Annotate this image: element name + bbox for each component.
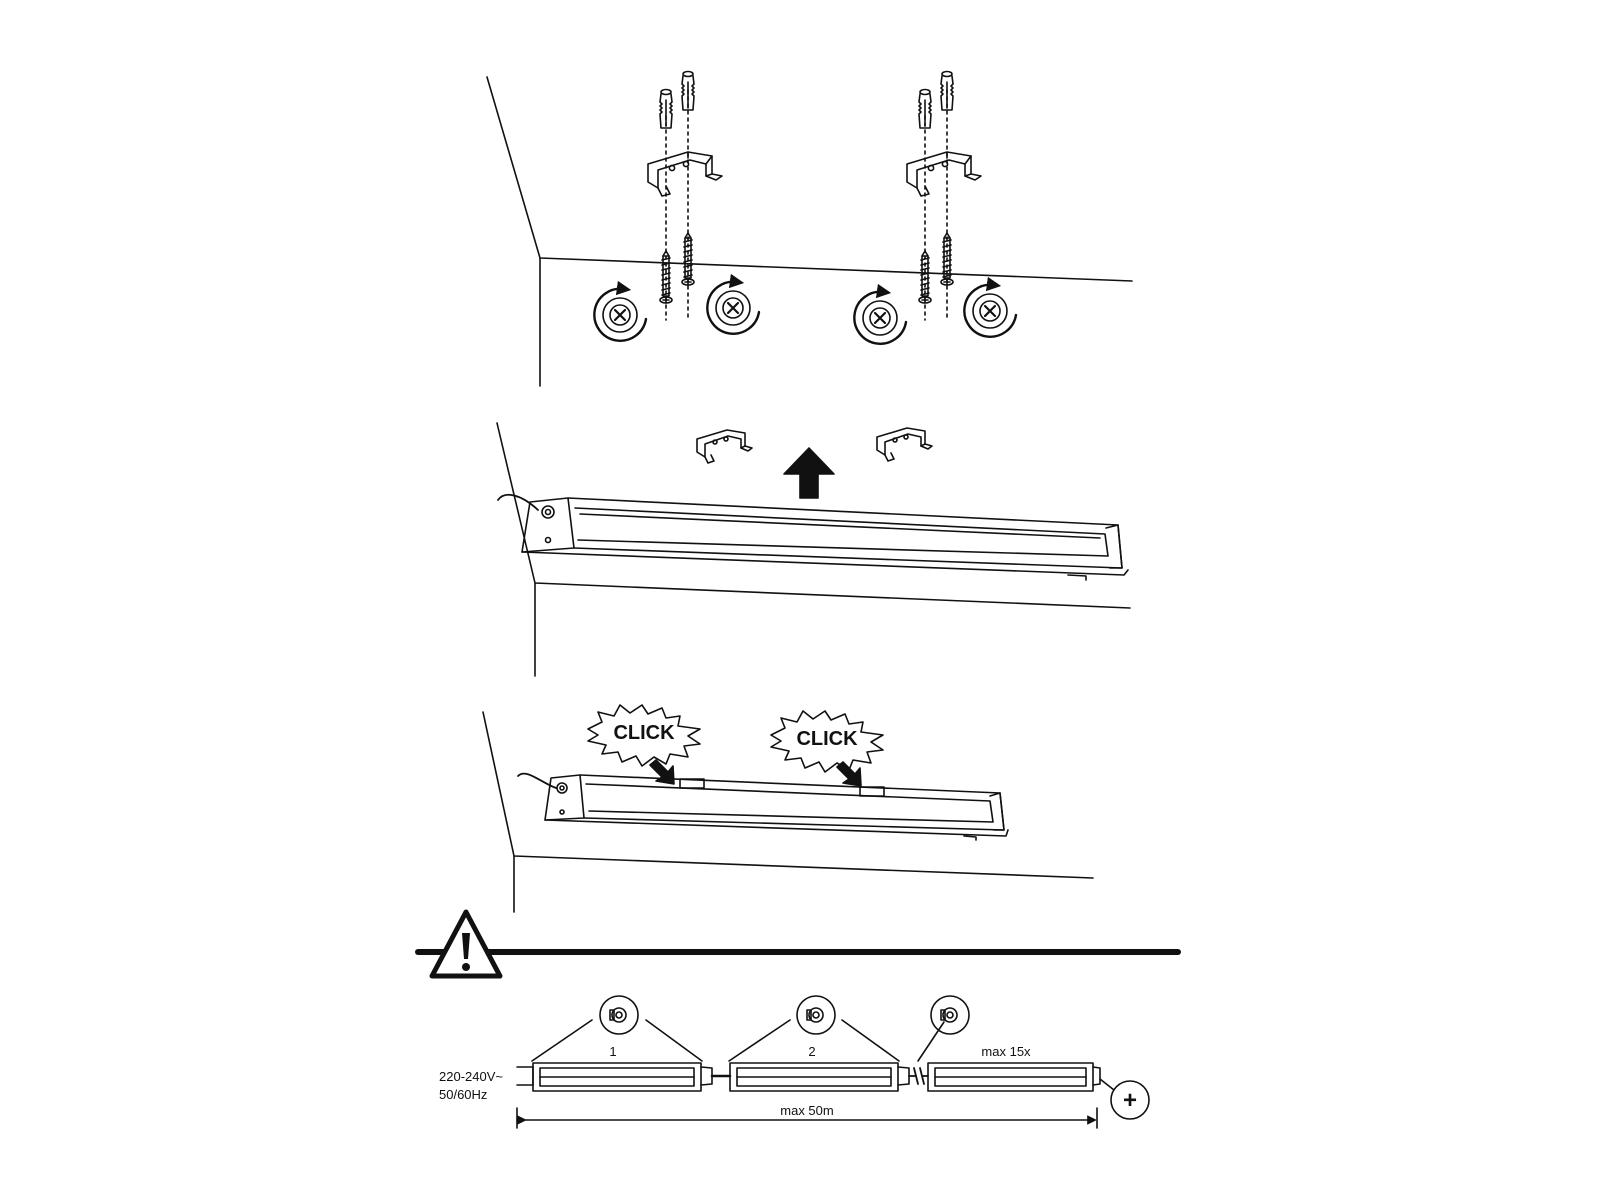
attach-panel [496,422,1131,677]
plus-cap-icon: + [1110,1080,1150,1120]
max-fixtures-label: max 15x [981,1044,1031,1059]
frequency-label: 50/60Hz [439,1087,487,1102]
mounting-clip-icon [647,151,723,197]
warning-triangle-icon [429,909,503,979]
fixture-number: 2 [808,1044,815,1059]
led-fixture [497,493,1129,581]
click-burst-1: CLICK [587,704,701,767]
down-arrow-icon [649,759,675,785]
ceiling-edge [486,76,1133,282]
up-arrow-icon [783,447,835,499]
connector-detail-icon [796,995,836,1035]
ceiling-edge [496,422,1131,609]
clip-latch [859,786,885,797]
linked-fixture-1: 1 [516,995,713,1092]
click-label: CLICK [796,728,858,750]
linked-fixture-n: max 15x + [917,995,1150,1120]
led-fixture [517,772,1009,841]
fixing-set-left [594,70,759,341]
voltage-label: 220-240V~ [439,1069,503,1084]
max-length-label: max 50m [780,1103,833,1118]
mounting-clip-icon [696,429,753,464]
connector-detail-icon [599,995,639,1035]
rotate-clockwise-icon [707,282,759,334]
rotate-clockwise-icon [964,285,1016,337]
click-burst-2: CLICK [770,710,884,773]
mount-panel [486,70,1133,387]
wall-plug-icon [659,88,673,129]
warning-section: 1 2 max 15x + [415,909,1181,1129]
mounting-clip-icon [906,151,982,197]
down-arrow-icon [836,761,862,787]
mounting-clip-icon [876,427,933,462]
fixture-number: 1 [609,1044,616,1059]
ceiling-edge [482,711,1094,879]
connector-detail-icon [930,995,970,1035]
wall-plug-icon [918,88,932,129]
rotate-clockwise-icon [854,292,906,344]
rotate-clockwise-icon [594,289,646,341]
wall-plug-icon [681,70,695,111]
wall-plug-icon [940,70,954,111]
click-panel: CLICK CLICK [482,704,1094,913]
clip-latch [679,778,705,789]
fixing-set-right [854,70,1016,344]
click-label: CLICK [613,722,675,744]
linked-fixture-2: 2 [728,995,910,1092]
svg-text:+: + [1123,1087,1137,1114]
max-length-dimension: max 50m [516,1103,1098,1129]
